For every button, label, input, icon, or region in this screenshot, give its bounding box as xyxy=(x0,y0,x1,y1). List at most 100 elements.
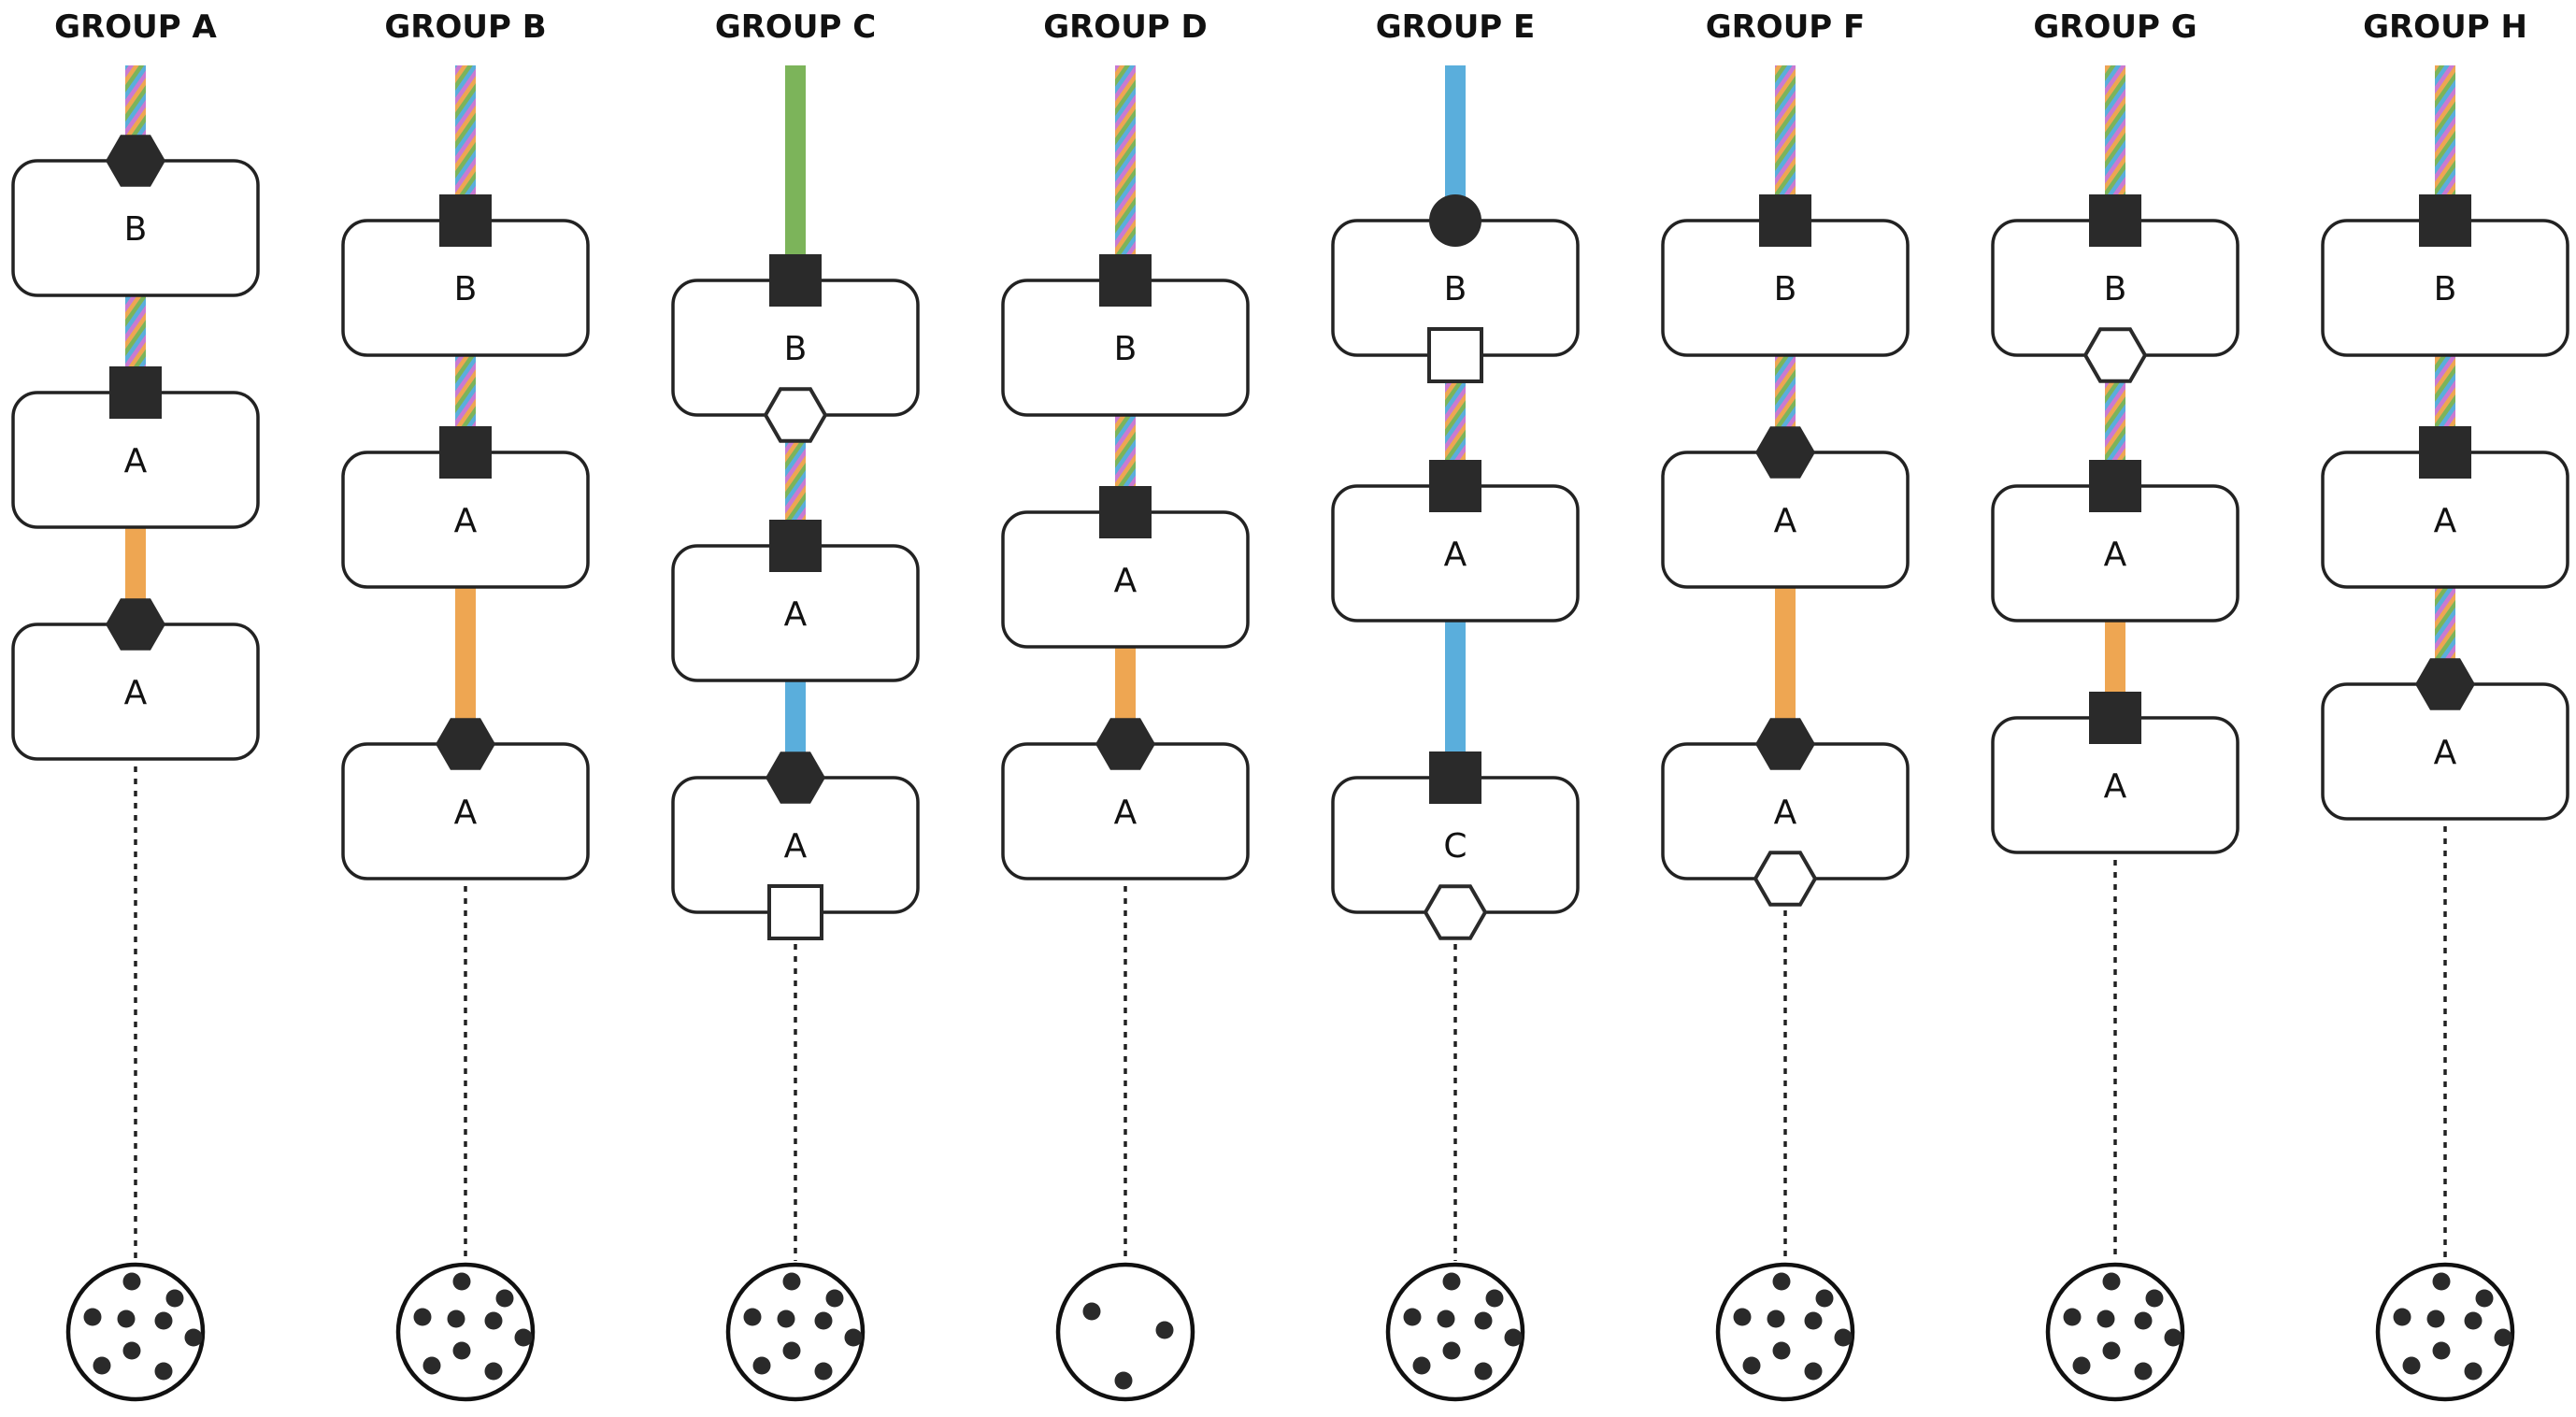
particle-dot xyxy=(1442,1341,1461,1360)
hexagon-open-connector xyxy=(1753,851,1818,907)
module-box: B xyxy=(11,135,260,297)
module-box: B xyxy=(2321,194,2569,357)
particle-dot xyxy=(422,1356,441,1375)
module-label: A xyxy=(1114,794,1138,832)
particle-dot xyxy=(752,1356,771,1375)
module-box: A xyxy=(2321,426,2569,589)
module-box: B xyxy=(1331,194,1580,383)
module-box: B xyxy=(1661,194,1910,357)
particle-circle xyxy=(2045,1262,2185,1402)
top-link-strand xyxy=(455,65,476,221)
square-filled-connector xyxy=(1099,254,1152,307)
top-link-strand xyxy=(2435,65,2455,221)
square-open-connector xyxy=(767,884,823,940)
particle-circle xyxy=(725,1262,866,1402)
group-column-f: GROUP F B A A xyxy=(1661,8,1910,1402)
hexagon-filled-connector xyxy=(436,718,495,770)
hexagon-filled-connector xyxy=(1755,718,1815,770)
top-link-strand xyxy=(2105,65,2125,221)
particle-dot xyxy=(2432,1341,2451,1360)
square-filled-connector xyxy=(1099,486,1152,538)
particle-dot xyxy=(1474,1311,1493,1330)
particle-dot xyxy=(1485,1289,1504,1308)
particle-dot xyxy=(1442,1272,1461,1291)
module-label: B xyxy=(2104,270,2127,308)
group-title: GROUP C xyxy=(715,8,876,46)
group-column-c: GROUP C B A A xyxy=(671,8,920,1402)
link-strand-1 xyxy=(785,415,806,546)
circle-outline xyxy=(1055,1262,1195,1402)
particle-circle xyxy=(395,1262,536,1402)
particle-dot xyxy=(2464,1311,2483,1330)
group-title: GROUP E xyxy=(1376,8,1536,46)
hexagon-filled-connector xyxy=(1095,718,1155,770)
module-label: B xyxy=(1114,330,1138,368)
particle-dot xyxy=(1767,1310,1785,1328)
square-filled-connector xyxy=(769,254,822,307)
module-box: A xyxy=(671,751,920,940)
hexagon-filled-connector xyxy=(1755,426,1815,479)
particle-circle xyxy=(1715,1262,1855,1402)
module-label: A xyxy=(784,595,808,634)
particle-dot xyxy=(1804,1311,1823,1330)
particle-dot xyxy=(93,1356,111,1375)
module-box: A xyxy=(1001,718,1250,880)
module-box: B xyxy=(341,194,590,357)
module-label: A xyxy=(1774,502,1797,540)
particle-dot xyxy=(844,1328,863,1347)
particle-dot xyxy=(495,1289,514,1308)
particle-dot xyxy=(1733,1308,1752,1326)
module-label: B xyxy=(784,330,808,368)
module-label: A xyxy=(1444,536,1467,574)
module-box: A xyxy=(1991,460,2240,623)
top-link-strand xyxy=(785,65,806,280)
module-label: A xyxy=(1774,794,1797,832)
module-box: A xyxy=(11,598,260,761)
square-open-connector xyxy=(1427,327,1483,383)
module-box: A xyxy=(1661,718,1910,907)
particle-dot xyxy=(154,1311,173,1330)
module-box: A xyxy=(1001,486,1250,649)
particle-dot xyxy=(1474,1362,1493,1381)
square-filled-connector xyxy=(1759,194,1811,247)
particle-dot xyxy=(743,1308,762,1326)
module-label: B xyxy=(124,210,148,249)
hexagon-filled-connector xyxy=(106,598,165,651)
module-label: A xyxy=(1114,562,1138,600)
particle-dot xyxy=(2102,1272,2121,1291)
module-label: A xyxy=(124,674,148,712)
particle-dot xyxy=(2426,1310,2445,1328)
particle-dot xyxy=(2145,1289,2164,1308)
hexagon-open-connector xyxy=(763,387,828,443)
particle-dot xyxy=(1412,1356,1431,1375)
particle-dot xyxy=(777,1310,795,1328)
module-label: A xyxy=(454,502,478,540)
square-filled-connector xyxy=(109,366,162,419)
module-label: A xyxy=(2104,536,2127,574)
particle-dot xyxy=(1772,1272,1791,1291)
particle-dot xyxy=(1772,1341,1791,1360)
link-strand-1 xyxy=(2105,355,2125,486)
particle-dot xyxy=(2097,1310,2115,1328)
group-title: GROUP F xyxy=(1706,8,1866,46)
link-strands xyxy=(455,65,476,744)
particle-dot xyxy=(122,1341,141,1360)
particle-dot xyxy=(2494,1328,2512,1347)
module-box: A xyxy=(341,426,590,589)
square-filled-connector xyxy=(439,194,492,247)
module-box: B xyxy=(1001,254,1250,417)
module-box: A xyxy=(1661,426,1910,589)
hexagon-filled-connector xyxy=(766,751,825,804)
particle-dot xyxy=(1155,1321,1174,1339)
particle-dot xyxy=(2393,1308,2411,1326)
particle-dot xyxy=(452,1272,471,1291)
module-box: B xyxy=(671,254,920,443)
link-strand-2 xyxy=(455,587,476,744)
top-link-strand xyxy=(1115,65,1136,280)
particle-dot xyxy=(413,1308,432,1326)
